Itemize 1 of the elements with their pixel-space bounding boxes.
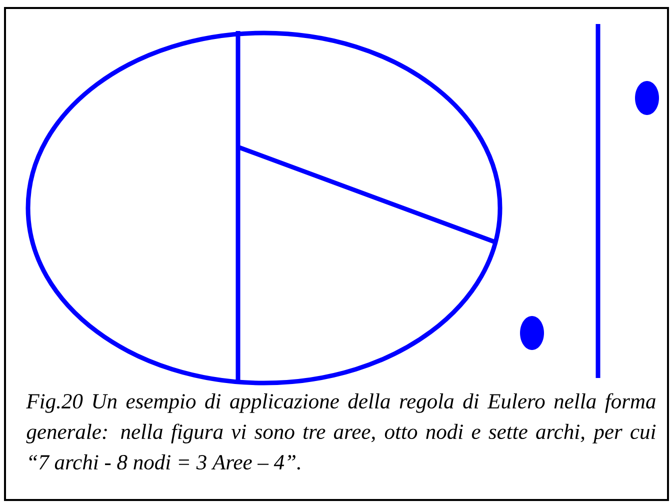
caption: Fig.20 Un esempio di applicazione della regola di Eulero nella forma generale: nella figura vi sono tre aree, otto nodi e sette archi, per cui “7 archi - 8 nodi = 3 Aree – 4”. <box>26 393 656 470</box>
